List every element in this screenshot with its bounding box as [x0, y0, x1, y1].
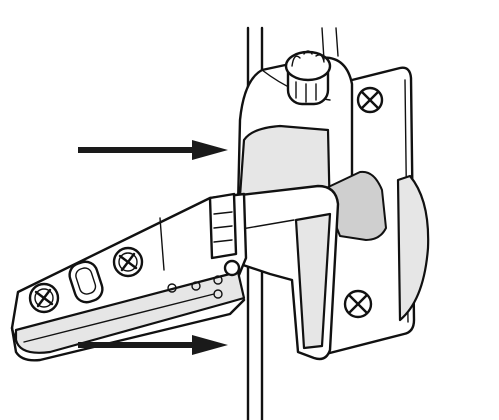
arrow-right-icon — [78, 140, 228, 160]
plate-screw-bottom — [343, 289, 373, 319]
arm-screw-center — [112, 246, 144, 278]
arm-screw-left — [28, 282, 60, 314]
pivot-knuckle — [208, 192, 241, 277]
arm-cam — [68, 260, 104, 304]
arm-rivets — [167, 275, 223, 299]
adjustment-knob — [284, 50, 332, 106]
cable-line — [321, 27, 339, 61]
plate-screw-top — [356, 86, 384, 114]
swing-arm — [230, 184, 340, 361]
arrow-right-icon — [78, 335, 228, 355]
